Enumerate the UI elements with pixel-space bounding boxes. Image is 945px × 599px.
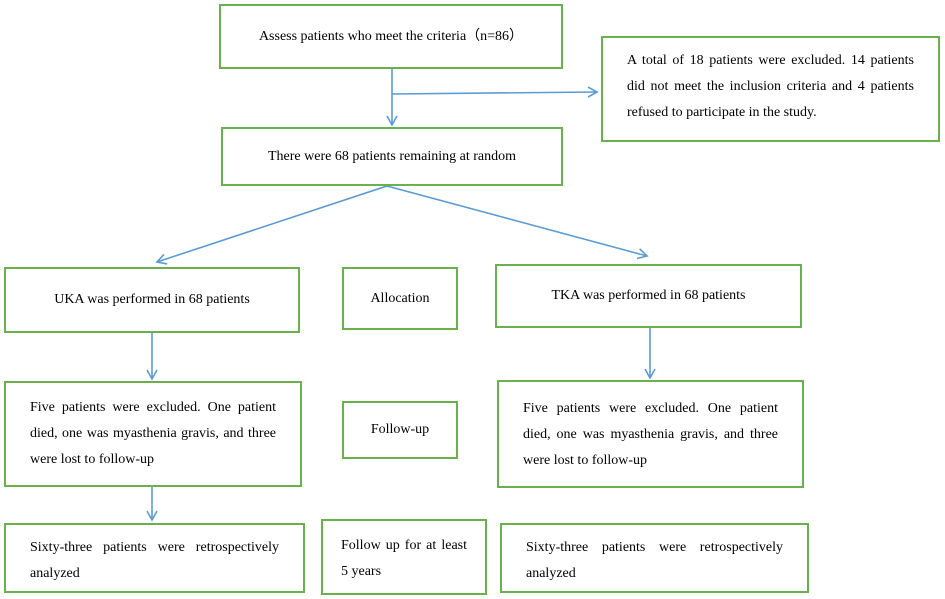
remaining-patients-text: There were 68 patients remaining at rand… bbox=[267, 148, 516, 164]
assess-patients-text: Assess patients who meet the criteria（n=… bbox=[258, 28, 524, 44]
excluded-patients-text: A total of 18 patients were excluded. 14… bbox=[627, 53, 914, 120]
tka-performed-box: TKA was performed in 68 patients bbox=[495, 264, 802, 328]
remaining-patients-box: There were 68 patients remaining at rand… bbox=[221, 127, 563, 186]
tka-analyzed-text: Sixty-three patients were retrospectivel… bbox=[526, 540, 783, 581]
uka-excluded-box: Five patients were excluded. One patient… bbox=[4, 381, 302, 487]
tka-analyzed-box: Sixty-three patients were retrospectivel… bbox=[500, 523, 809, 593]
arrow-to-excluded bbox=[391, 86, 599, 98]
followup-years-box: Follow up for at least 5 years bbox=[321, 519, 487, 595]
tka-performed-text: TKA was performed in 68 patients bbox=[551, 288, 746, 303]
uka-analyzed-box: Sixty-three patients were retrospectivel… bbox=[4, 523, 305, 593]
assess-patients-box: Assess patients who meet the criteria（n=… bbox=[219, 4, 563, 69]
followup-text: Follow-up bbox=[370, 422, 430, 437]
allocation-text: Allocation bbox=[370, 290, 430, 306]
arrow-remaining-to-tka bbox=[386, 185, 649, 260]
uka-performed-text: UKA was performed in 68 patients bbox=[54, 292, 250, 307]
excluded-patients-box: A total of 18 patients were excluded. 14… bbox=[601, 36, 940, 142]
uka-analyzed-text: Sixty-three patients were retrospectivel… bbox=[30, 540, 279, 581]
uka-performed-box: UKA was performed in 68 patients bbox=[4, 267, 300, 333]
tka-excluded-box: Five patients were excluded. One patient… bbox=[497, 380, 804, 488]
followup-years-text: Follow up for at least 5 years bbox=[341, 538, 467, 579]
arrow-remaining-to-uka bbox=[155, 185, 388, 265]
tka-excluded-text: Five patients were excluded. One patient… bbox=[523, 401, 778, 468]
allocation-box: Allocation bbox=[342, 267, 458, 330]
followup-box: Follow-up bbox=[342, 401, 458, 459]
uka-excluded-text: Five patients were excluded. One patient… bbox=[30, 400, 276, 467]
